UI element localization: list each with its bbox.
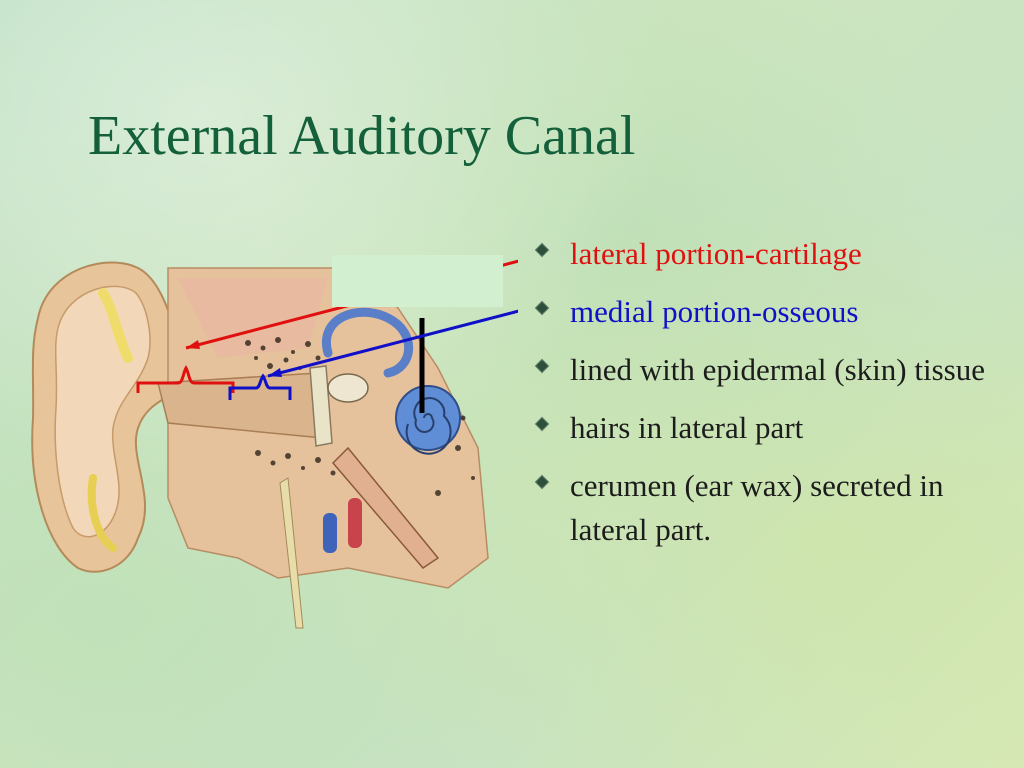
medial-brace	[228, 373, 292, 400]
styloid	[279, 477, 304, 629]
vessel-blue	[323, 513, 337, 553]
upper-tissue	[178, 278, 328, 358]
bullet-item: medial portion-osseous	[530, 290, 1020, 334]
square-bullet-icon	[534, 358, 550, 374]
semicircular-canals	[321, 307, 414, 378]
medial-arrowhead	[268, 368, 282, 377]
bullet-text: lined with epidermal (skin) tissue	[570, 352, 985, 387]
slide-title: External Auditory Canal	[88, 105, 636, 167]
lateral-brace	[136, 365, 235, 393]
medial-pointer-line	[267, 309, 518, 378]
square-bullet-icon	[534, 242, 550, 258]
helix-yellow-edge	[98, 288, 133, 363]
ossicles	[327, 373, 369, 403]
ear-anatomy-illustration	[31, 259, 518, 629]
bullet-item: lined with epidermal (skin) tissue	[530, 348, 1020, 392]
tympanic-membrane	[309, 365, 333, 447]
lateral-arrowhead	[186, 340, 200, 349]
auricle-yellow-edge	[87, 474, 117, 552]
cochlea-spiral	[405, 397, 452, 455]
bullet-text: hairs in lateral part	[570, 410, 804, 445]
bullet-list: lateral portion-cartilage medial portion…	[530, 232, 1020, 566]
bullet-text: medial portion-osseous	[570, 294, 859, 329]
bullet-item: cerumen (ear wax) secreted in lateral pa…	[530, 464, 1020, 552]
square-bullet-icon	[534, 474, 550, 490]
bullet-item: hairs in lateral part	[530, 406, 1020, 450]
square-bullet-icon	[534, 300, 550, 316]
square-bullet-icon	[534, 416, 550, 432]
bullet-text: lateral portion-cartilage	[570, 236, 862, 271]
eustachian-tube	[331, 446, 440, 569]
label-placeholder-box	[332, 255, 503, 307]
vessel-red	[348, 498, 362, 548]
bullet-text: cerumen (ear wax) secreted in lateral pa…	[570, 468, 944, 547]
cochlea	[395, 385, 461, 451]
bullet-item: lateral portion-cartilage	[530, 232, 1020, 276]
